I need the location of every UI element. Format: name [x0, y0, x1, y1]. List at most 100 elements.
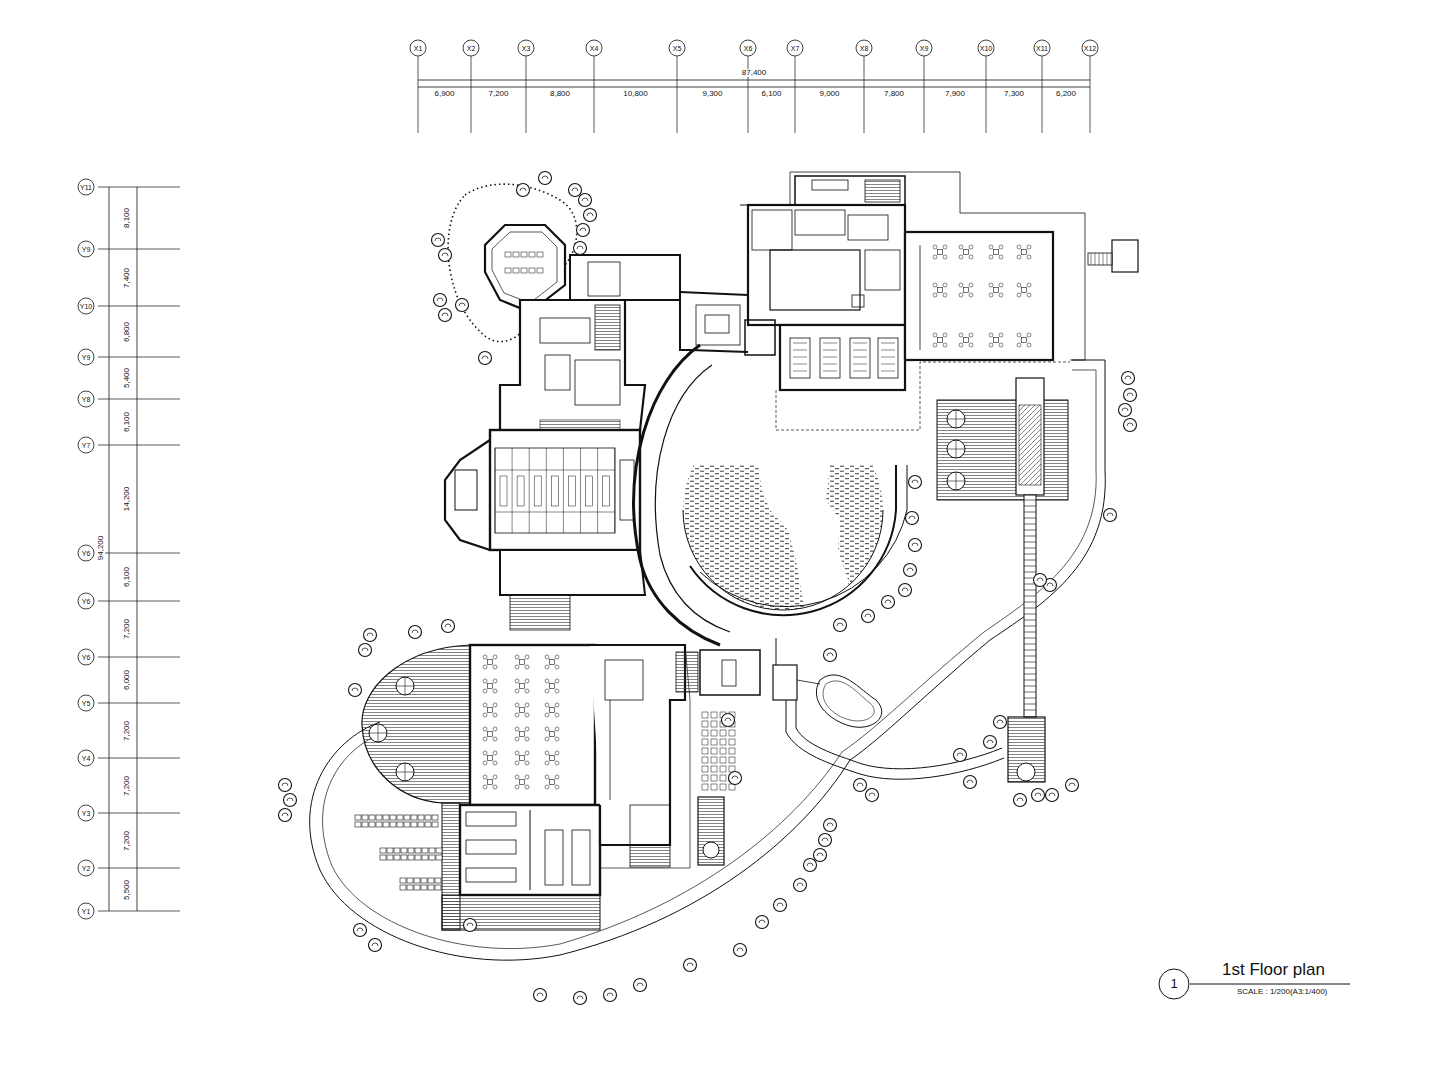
dimension-line — [137, 187, 138, 911]
dimension-text: 7,200 — [123, 719, 131, 741]
tree-detail — [435, 238, 441, 241]
boardwalk-rung — [1024, 560, 1036, 561]
hex-pavilion — [492, 232, 557, 303]
desk-line — [853, 350, 867, 351]
chair — [989, 255, 993, 259]
hall-grid — [495, 448, 496, 533]
tree-detail — [732, 776, 738, 779]
hall-grid — [495, 512, 615, 513]
boardwalk-rung — [1024, 656, 1036, 657]
tree-detail — [1127, 393, 1133, 396]
tree-crown — [862, 610, 875, 623]
chair — [1017, 293, 1021, 297]
dimension-text: 6,000 — [123, 669, 131, 691]
counter — [812, 180, 848, 190]
chair — [525, 751, 529, 755]
grid-bubble-label: Y9 — [82, 246, 91, 253]
pond — [816, 675, 881, 727]
outdoor-seat — [411, 815, 417, 820]
chair — [555, 655, 559, 659]
outdoor-seat — [428, 885, 434, 890]
outdoor-seat — [702, 784, 708, 790]
chair — [515, 727, 519, 731]
tree-detail — [352, 688, 358, 691]
grid-line — [98, 357, 180, 358]
tree-symbol — [442, 620, 455, 633]
tree-detail — [537, 993, 543, 996]
desk-line — [823, 357, 837, 358]
chair — [1017, 255, 1021, 259]
outdoor-seat — [400, 885, 406, 890]
table-top — [550, 708, 555, 713]
dimension-text: 6,100 — [123, 411, 131, 433]
stair — [595, 305, 620, 350]
grid-bubble — [78, 545, 94, 561]
chair — [969, 333, 973, 337]
chair — [515, 737, 519, 741]
tree-symbol — [734, 944, 747, 957]
tree-detail — [912, 480, 918, 483]
desk-group — [878, 338, 898, 378]
table-top — [520, 684, 525, 689]
tree-symbol — [824, 649, 837, 662]
chair — [545, 737, 549, 741]
tree-detail — [542, 176, 548, 179]
tree-crown — [574, 992, 587, 1005]
tree-crown — [464, 919, 477, 932]
parasol-rib — [396, 763, 414, 781]
tree-detail — [1122, 408, 1128, 411]
desk-group — [820, 338, 840, 378]
tree-detail — [987, 740, 993, 743]
tree-detail — [582, 198, 588, 201]
boardwalk-rung — [1024, 644, 1036, 645]
boardwalk-rung — [1024, 698, 1036, 699]
tree-detail — [777, 903, 783, 906]
walkway-rung — [1099, 253, 1100, 265]
service-block — [590, 645, 685, 845]
chair — [515, 679, 519, 683]
desk-line — [881, 364, 895, 365]
tree-symbol — [756, 916, 769, 929]
classroom — [780, 325, 905, 390]
outdoor-seat — [414, 878, 420, 883]
outdoor-seat — [720, 766, 726, 772]
desk-line — [853, 357, 867, 358]
outdoor-seat — [415, 855, 421, 860]
chair — [989, 283, 993, 287]
tree-crown — [774, 899, 787, 912]
chair — [545, 727, 549, 731]
hall-floor — [495, 448, 615, 533]
chair — [989, 343, 993, 347]
tree-symbol — [904, 564, 917, 577]
desk-line — [881, 357, 895, 358]
outdoor-seat — [376, 815, 382, 820]
chair — [999, 255, 1003, 259]
boardwalk-rung — [1024, 668, 1036, 669]
chair — [483, 737, 487, 741]
scale-note: SCALE : 1/200(A3:1/400) — [1237, 988, 1327, 997]
table-top — [964, 288, 969, 293]
boardwalk-rung — [1024, 626, 1036, 627]
table-top — [520, 660, 525, 665]
tree-detail — [869, 793, 875, 796]
outdoor-seat — [429, 855, 435, 860]
tree-detail — [797, 883, 803, 886]
hall-grid — [580, 448, 581, 533]
seat — [537, 268, 543, 273]
tree-detail — [827, 823, 833, 826]
service-rooms — [795, 176, 905, 205]
dimension-text: 7,900 — [944, 90, 966, 98]
chair — [515, 761, 519, 765]
outdoor-seat — [432, 815, 438, 820]
parasol — [947, 410, 965, 428]
boardwalk-rung — [1024, 704, 1036, 705]
outdoor-seat — [702, 748, 708, 754]
room — [605, 660, 643, 700]
site-boundary — [310, 360, 1106, 960]
chair — [493, 679, 497, 683]
outdoor-seat — [702, 766, 708, 772]
parasol — [396, 677, 414, 695]
table-top — [550, 684, 555, 689]
dimension-text: 6,100 — [760, 90, 782, 98]
chair — [969, 343, 973, 347]
